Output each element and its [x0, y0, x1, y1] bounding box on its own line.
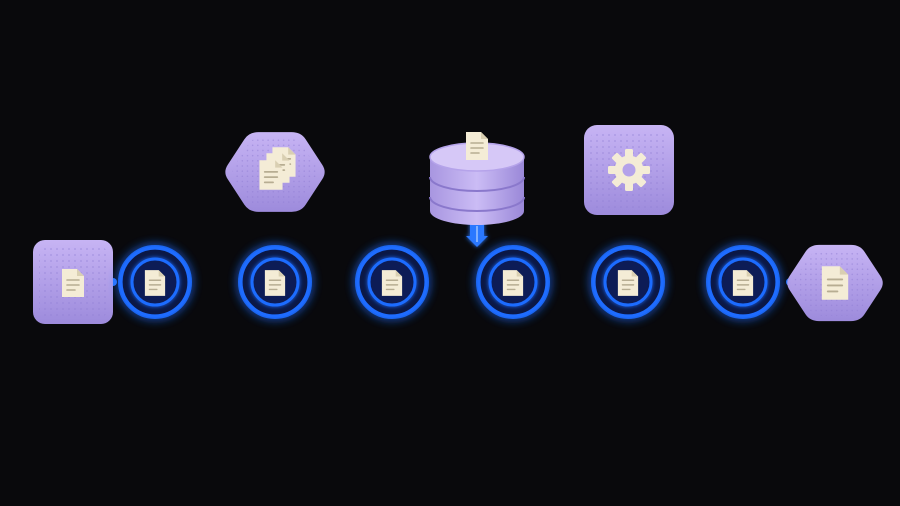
pipeline-node-stage-3: [355, 245, 429, 319]
document-icon: [144, 270, 166, 296]
document-icon: [617, 270, 639, 296]
output-document-hexagon: [787, 244, 883, 322]
gear-icon: [608, 149, 650, 191]
document-icon: [732, 270, 754, 296]
document-icon: [821, 266, 849, 300]
connectors: [102, 216, 794, 292]
document-icon: [381, 270, 403, 296]
document-icon: [62, 269, 84, 297]
batch-documents-hexagon: [225, 132, 325, 212]
document-icon: [502, 270, 524, 296]
stacked-documents-icon: [259, 147, 296, 190]
pipeline-node-stage-4: [476, 245, 550, 319]
pipeline-node-stage-2: [238, 245, 312, 319]
pipeline-node-stage-6: [706, 245, 780, 319]
document-icon: [264, 270, 286, 296]
pipeline-node-stage-5: [591, 245, 665, 319]
source-document-card: [33, 240, 113, 324]
connector-database-to-stage-4: [466, 222, 488, 247]
document-icon: [259, 160, 283, 190]
database-cylinder: [429, 132, 525, 225]
shapes: [33, 125, 883, 324]
pipeline-node-stage-1: [118, 245, 192, 319]
document-icon: [466, 132, 488, 160]
processor-gear-card: [584, 125, 674, 215]
